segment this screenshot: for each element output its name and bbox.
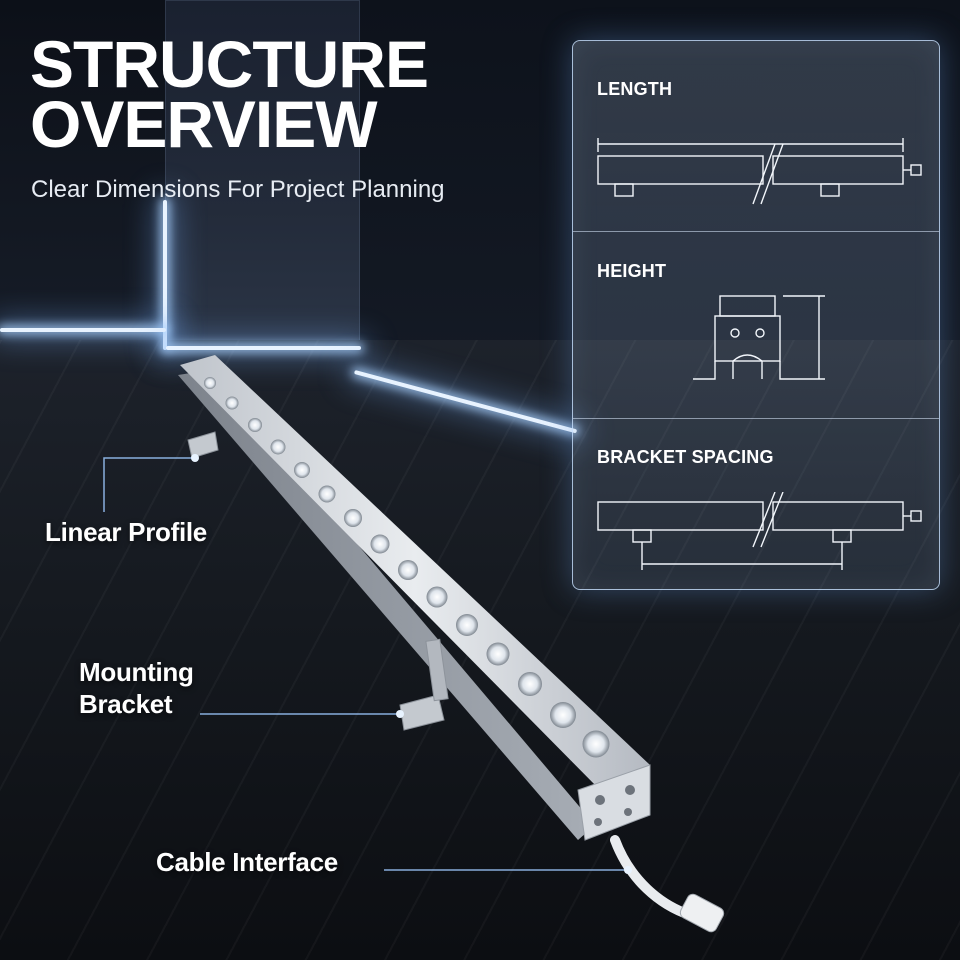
title-line-2: OVERVIEW (30, 87, 378, 161)
spec-label-bracket-spacing: BRACKET SPACING (597, 447, 774, 467)
spec-divider-1 (573, 231, 939, 232)
length-diagram (597, 138, 922, 205)
spec-section-height: HEIGHT (573, 261, 939, 411)
led-lens-row (204, 377, 610, 758)
bar-side-face (178, 370, 595, 840)
spec-section-length: LENGTH (573, 79, 939, 229)
title-line-1: STRUCTURE (30, 27, 429, 101)
spec-divider-2 (573, 418, 939, 419)
spec-section-bracket-spacing: BRACKET SPACING (573, 447, 939, 587)
callout-line-linear-profile (103, 457, 195, 512)
mounting-bracket-front (399, 694, 445, 731)
cable-connector (679, 893, 725, 933)
wall-left (0, 0, 165, 330)
dimension-spec-panel: LENGTH HEIGHT (572, 40, 940, 590)
wall-panel (165, 0, 360, 350)
page-title: STRUCTURE OVERVIEW (30, 27, 429, 161)
callout-mounting-bracket-line-2: Bracket (79, 689, 173, 719)
spec-label-height: HEIGHT (597, 261, 667, 281)
mounting-bracket-rear (187, 431, 219, 459)
callout-cable-interface: Cable Interface (156, 847, 338, 877)
spec-label-length: LENGTH (597, 79, 673, 99)
callout-mounting-bracket: Mounting Bracket (79, 656, 194, 720)
light-strip-back-panel (166, 346, 361, 350)
light-strip-vertical (163, 200, 167, 350)
page-subtitle: Clear Dimensions For Project Planning (31, 176, 445, 203)
callout-linear-profile: Linear Profile (45, 517, 207, 547)
callout-mounting-bracket-line-1: Mounting (79, 657, 194, 687)
light-strip-back-left (0, 328, 166, 332)
bracket-spacing-diagram (597, 492, 922, 570)
height-diagram (693, 295, 825, 380)
